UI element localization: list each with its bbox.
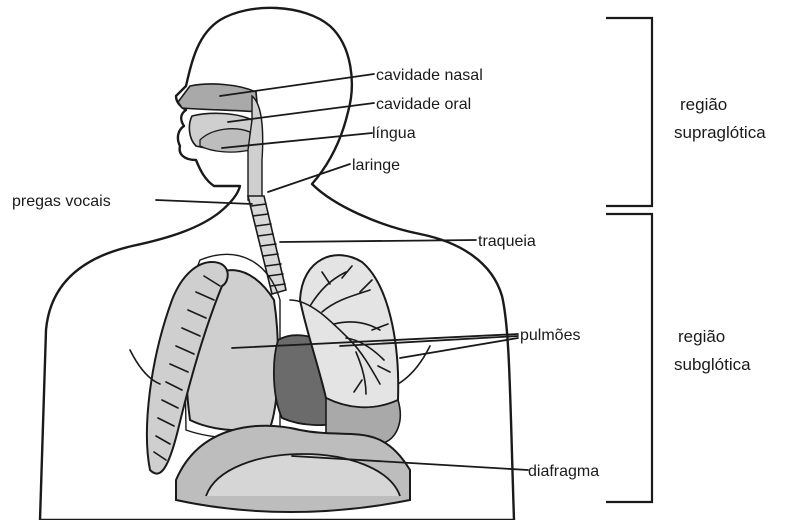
bracket-subglotica [606,214,652,502]
label-pregas-vocais: pregas vocais [12,193,111,210]
bracket-supraglotica [606,18,652,206]
region-subglotica-line1: região [678,327,725,346]
nasal-cavity-shape [178,84,258,112]
label-diafragma: diafragma [528,463,599,480]
region-supraglotica-line1: região [680,95,727,114]
label-traqueia: traqueia [478,233,536,250]
label-cavidade-oral: cavidade oral [376,96,471,113]
label-cavidade-nasal: cavidade nasal [376,67,483,84]
label-laringe: laringe [352,157,400,174]
label-pulmoes: pulmões [520,327,580,344]
region-supraglotica-line2: supraglótica [674,123,766,142]
region-subglotica-line2: subglótica [674,355,751,374]
label-lingua: língua [372,125,416,142]
